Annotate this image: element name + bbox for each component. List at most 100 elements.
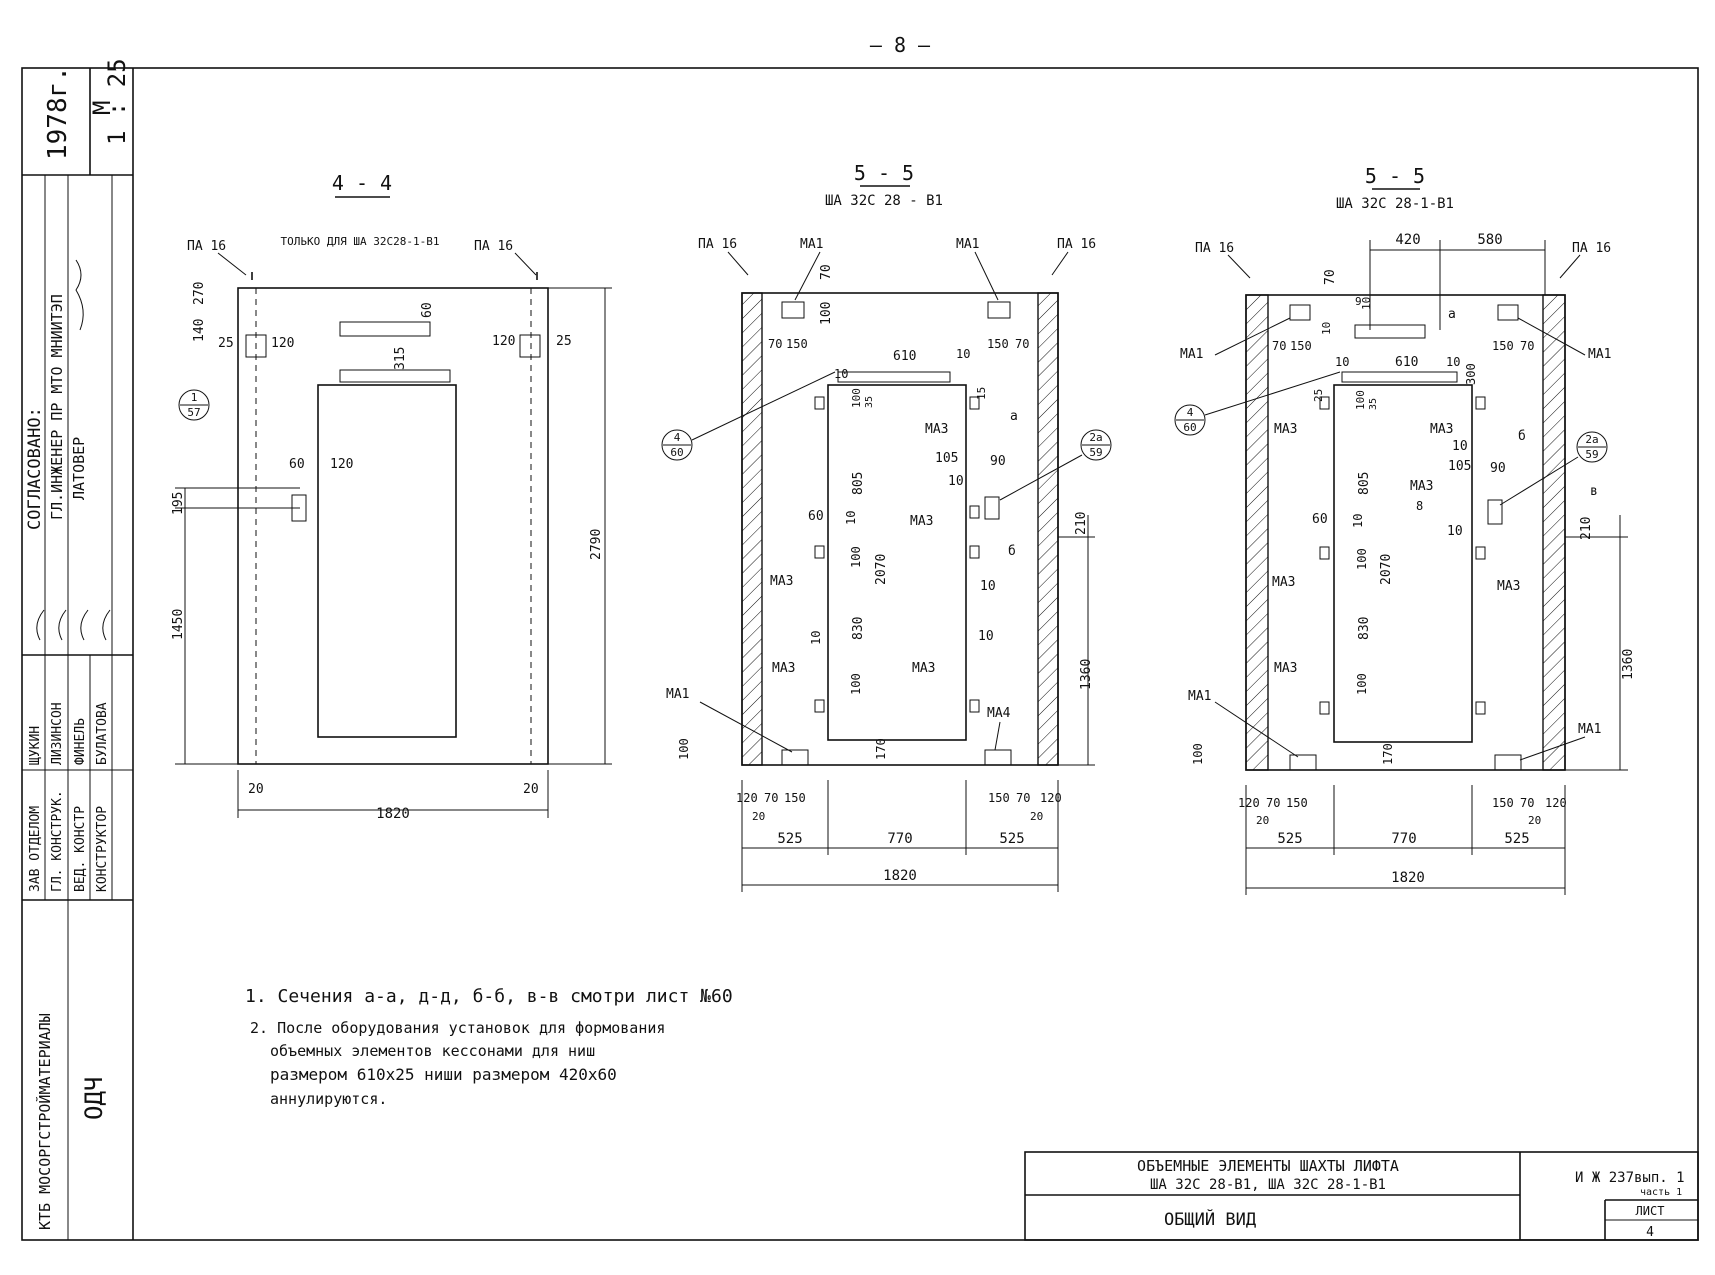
dim-55a-36: 20 [1030,810,1043,823]
section-44-title: 4 - 4 [332,171,392,195]
dim-44-20a: 20 [248,782,264,797]
dim-55b-43: 525 [1504,831,1529,847]
dim-55b-41: 525 [1277,831,1302,847]
insert-55b-ma1-bl [1289,754,1317,771]
dim-55b-9: 70 [1520,339,1534,353]
insert-ma1-top-right [987,301,1011,319]
label-pa16-44-left: ПА 16 [187,239,226,254]
dim-55b-4: 10 [1320,322,1333,335]
dim-55b-24: 10 [1351,514,1365,528]
dim-55b-19: 105 [1448,459,1471,474]
dim-44-195: 195 [171,492,186,515]
dim-55a-6: 150 [987,337,1009,351]
callout-55b-left-bottom: 60 [1183,421,1196,434]
dim-55b-20: 90 [1490,461,1506,476]
callout-55a-right-top: 2а [1089,431,1102,444]
stamp-name-1: ЩУКИН [28,726,43,765]
callout-55b-left-top: 4 [1187,406,1194,419]
dim-55a-35: 120 [1040,791,1062,805]
section-5-5-b1: 5 - 5 ША 32С 28 - В1 ПА 16 МА1 МА1 ПА 16… [661,161,1112,892]
label-ma3-55a-l2: МА3 [770,574,793,589]
callout-44 [178,389,210,421]
dim-55a-7: 70 [1015,337,1029,351]
dim-44-2790: 2790 [589,529,604,560]
dim-55b-13: 300 [1464,363,1478,385]
stamp-name-2: ЛИЗИНСОН [50,702,65,765]
section-mark-55a-a: а [1010,409,1018,424]
dim-55b-40: 20 [1528,814,1541,827]
label-ma1-55a-bl: МА1 [666,687,689,702]
dim-55b-25: 100 [1355,548,1369,570]
niche-420x60 [1354,324,1426,339]
title-block: ОБЪЕМНЫЕ ЭЛЕМЕНТЫ ШАХТЫ ЛИФТА ША 32С 28-… [1024,1151,1699,1241]
label-ma3-55b-l2: МА3 [1272,575,1295,590]
door-opening-55a [827,384,967,741]
staff-signatures [36,609,111,641]
dim-55b-34: 70 [1266,796,1280,810]
stamp-role-4: КОНСТРУКТОР [95,806,110,892]
callout-55a-right-bottom: 59 [1089,446,1102,459]
section-55b-title: 5 - 5 [1365,164,1425,188]
dim-55a-8: 15 [975,387,988,400]
label-ma1-55b-r: МА1 [1588,347,1611,362]
dim-55b-42: 770 [1391,831,1416,847]
note-2-line-4: аннулируются. [270,1090,387,1108]
section-mark-55b-c: в [1590,484,1598,499]
label-ma1-55b-br: МА1 [1578,722,1601,737]
approved-signature [75,259,84,331]
dim-55b-10: 10 [1335,355,1349,369]
dim-55b-22: 10 [1447,524,1463,539]
dim-55a-19: 2070 [874,554,889,585]
label-pa16-55b-left: ПА 16 [1195,241,1234,256]
insert-55b-ma1-br [1494,754,1522,771]
dim-55a-10: 100 [850,388,863,408]
stamp-scale-label: М [88,101,116,115]
label-ma3-55a-r1: МА3 [925,422,948,437]
label-ma3-55a-r2: МА3 [910,514,933,529]
sheet-number: 4 [1646,1225,1654,1240]
callout-55b-right-top: 2а [1585,433,1598,446]
stamp-organization: КТБ МОСОРГСТРОЙМАТЕРИАЛЫ [35,1013,54,1230]
insert-55b-ma1-tr [1497,304,1519,321]
section-mark-55b-a: а [1448,307,1456,322]
section-55a-subtitle: ША 32С 28 - В1 [825,193,943,209]
insert-ma1-top-left [781,301,805,319]
dim-55b-5: 10 [1360,297,1373,310]
door-opening-55b [1333,384,1473,743]
callout-55a-left-bottom: 60 [670,446,683,459]
wall-outline-55b [1245,294,1566,771]
callout-55b-left [1174,404,1206,436]
label-ma3-55b-l3: МА3 [1274,661,1297,676]
dim-55b-2: 70 [1323,269,1338,285]
stamp-scale-value: 1 : 25 [103,58,131,145]
dim-55a-3: 150 [786,337,808,351]
insert-44-right [519,334,541,358]
dim-55a-40: 1820 [883,868,917,884]
title-line-2: ША 32С 28-В1, ША 32С 28-1-В1 [1150,1177,1386,1193]
dim-55a-4: 610 [893,349,916,364]
insert-44-left [245,334,267,358]
dim-55b-32: 1360 [1621,649,1636,680]
section-mark-55a-b: б [1008,544,1016,559]
section-44-note: ТОЛЬКО ДЛЯ ША 32С28-1-В1 [281,235,440,248]
dim-55b-39: 120 [1545,796,1567,810]
callout-55b-right-bottom: 59 [1585,448,1598,461]
section-4-4: 4 - 4 ТОЛЬКО ДЛЯ ША 32С28-1-В1 ПА 16 ПА … [171,171,612,822]
section-55a-title: 5 - 5 [854,161,914,185]
dim-44-20b: 20 [523,782,539,797]
dim-55a-11: 35 [864,396,875,408]
dim-44-60a: 60 [420,302,435,318]
dim-44-140: 140 [192,319,207,342]
section-55b-subtitle: ША 32С 28-1-В1 [1336,196,1454,212]
label-ma1-55b-l: МА1 [1180,347,1203,362]
dim-55a-1: 100 [819,302,834,325]
dim-44-270: 270 [192,282,207,305]
callout-55a-left [661,429,693,461]
stamp-year: 1978г. [43,66,73,160]
callout-44-top: 1 [191,391,198,404]
note-2-line-2: объемных элементов кессонами для ниш [270,1042,595,1060]
dim-55b-44: 1820 [1391,870,1425,886]
dim-55a-24: 10 [978,629,994,644]
note-2-line-3: размером 610х25 ниши размером 420х60 [270,1065,617,1084]
dim-55b-12: 10 [1446,355,1460,369]
